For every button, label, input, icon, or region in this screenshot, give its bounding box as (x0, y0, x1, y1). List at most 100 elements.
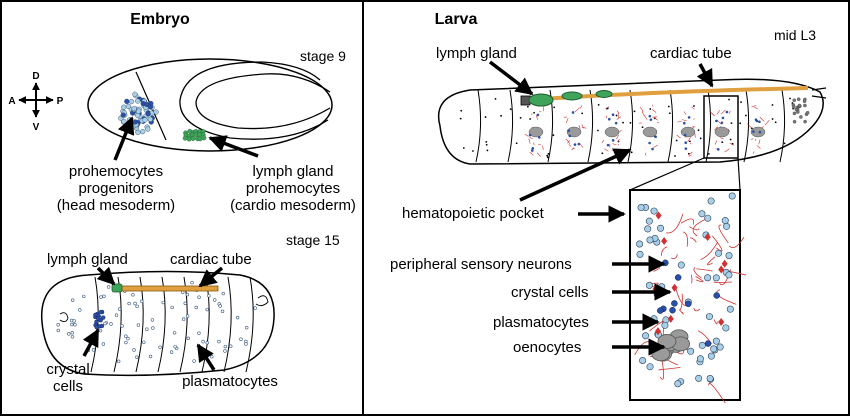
pocket-neuron-fiber (568, 144, 572, 147)
stage15-embryo (40, 270, 275, 377)
larva-surface-dot (649, 108, 652, 110)
posterior-cell (803, 119, 807, 124)
plasmatocyte-dot (205, 340, 209, 345)
prohemocyte-cell (145, 126, 151, 132)
inset-plasmatocyte (723, 222, 731, 230)
plasmatocyte-dot (106, 285, 111, 289)
lymph-gland-prohemocytes-line-1: lymph gland (253, 163, 334, 180)
larva-surface-dot (730, 122, 733, 125)
plasmatocyte-dot (140, 299, 144, 304)
inset-crystal-cell (674, 274, 682, 281)
prohemocytes-line-3: (head mesoderm) (57, 197, 175, 214)
pocket-neuron-fiber (529, 151, 534, 156)
prohemocyte-cell (135, 129, 141, 136)
pocket-neuron-fiber (688, 151, 693, 156)
pocket-neuron-fiber (714, 140, 718, 145)
plasmatocyte-dot (205, 307, 209, 312)
pocket-crystal-cell (716, 148, 720, 151)
stage15-plasmatocytes-arrow (196, 343, 216, 371)
larva-segment-boundary (667, 89, 674, 163)
plasmatocyte-dot (78, 308, 82, 312)
plasmatocyte-dot (56, 323, 60, 327)
plasmatocyte-dot (69, 318, 74, 323)
plasmatocyte-dot (151, 326, 155, 330)
plasmatocyte-dot (135, 304, 139, 309)
inset-crystal-cell (669, 306, 676, 314)
larva-surface-dot (699, 137, 702, 140)
inset-plasmatocyte (716, 343, 724, 351)
stage15-cardiac-tube-arrow (198, 266, 224, 288)
pocket-crystal-cell (725, 110, 729, 114)
pocket-crystal-cell (537, 136, 541, 139)
inset-plasmatocyte (677, 261, 685, 269)
zoom-line-left (629, 157, 705, 191)
inset-neuron-dendrite (708, 382, 726, 404)
prohemocyte-cell (121, 104, 127, 110)
pocket-neuron-fiber (536, 152, 541, 157)
larva-surface-dot (744, 114, 747, 117)
pocket-neuron-fiber (676, 134, 681, 139)
pocket-oenocyte-cluster (604, 126, 620, 138)
pocket-crystal-cell (614, 121, 618, 125)
lymph-gland-prohemocytes-arrow (208, 135, 259, 158)
crystal-cell (99, 323, 105, 329)
pocket-neuron-fiber (565, 138, 571, 144)
prohemocyte-cell (131, 105, 137, 112)
pocket-neuron-fiber (689, 143, 692, 145)
plasmatocyte-dot (102, 294, 106, 299)
plasmatocyte-dot (169, 350, 174, 354)
pocket-crystal-cell (648, 114, 652, 118)
plasmatocytes-label: plasmatocytes (493, 314, 589, 331)
plasmatocyte-dot (103, 321, 107, 326)
inset-plasmatocyte (646, 236, 654, 244)
pocket-neuron-fiber (758, 139, 761, 145)
inset-neuron-dendrite (696, 268, 713, 272)
pocket-neuron-fiber (643, 114, 648, 120)
plasmatocyte-dot (124, 334, 128, 338)
inset-neuron-dendrite (690, 237, 697, 243)
plasmatocyte-dot (114, 313, 119, 317)
pocket-neuron-fiber (653, 144, 659, 148)
prohemocyte-cell (135, 112, 141, 118)
pocket-neuron-fiber (746, 123, 753, 129)
pocket-neuron-fiber (528, 138, 531, 144)
larva-surface-dot (485, 140, 488, 143)
crystal-cell (100, 315, 106, 320)
pocket-neuron-fiber (579, 105, 583, 109)
larva-surface-dot (459, 117, 462, 120)
pocket-neuron-fiber (751, 105, 757, 108)
larva-surface-dot (553, 106, 556, 109)
inset-plasmatocyte (726, 305, 734, 313)
pocket-crystal-cell (754, 118, 758, 121)
posterior-cell (794, 107, 799, 112)
pocket-neuron-fiber (657, 122, 660, 124)
inset-plasmatocyte (657, 224, 665, 232)
inset-sensory-neuron (704, 232, 711, 241)
plasmatocyte-dot (229, 344, 233, 348)
inset-neuron-dendrite (695, 276, 704, 283)
crystal-cell (94, 324, 99, 330)
plasmatocyte-dot (116, 359, 121, 364)
stage15-crystal-cells-arrow (82, 328, 100, 357)
larva-surface-dot (771, 118, 774, 120)
posterior-cell (792, 105, 796, 109)
pocket-oenocyte-cluster (714, 126, 730, 138)
inset-crystal-cell (671, 300, 678, 307)
pocket-crystal-cell (654, 135, 657, 139)
prohemocyte-cell (136, 108, 142, 114)
hematopoietic-pocket-arrow-larva (519, 148, 632, 202)
inset-sensory-neuron (667, 314, 674, 323)
inset-plasmatocyte (695, 374, 703, 382)
zoom-line-right (737, 157, 741, 191)
pocket-crystal-cell (758, 130, 762, 134)
inset-neuron-dendrite (728, 236, 745, 249)
lymph-gland-prohemocyte-cell (186, 136, 192, 142)
inset-neuron-dendrite (678, 309, 684, 315)
pocket-oenocyte-cluster (642, 126, 658, 138)
larva-surface-dot (674, 155, 676, 157)
inset-neuron-dendrite (693, 307, 701, 312)
larva-surface-dot (629, 121, 632, 124)
pocket-neuron-fiber (601, 139, 605, 144)
prohemocyte-cell (132, 91, 138, 97)
pocket-crystal-cell (649, 118, 653, 121)
